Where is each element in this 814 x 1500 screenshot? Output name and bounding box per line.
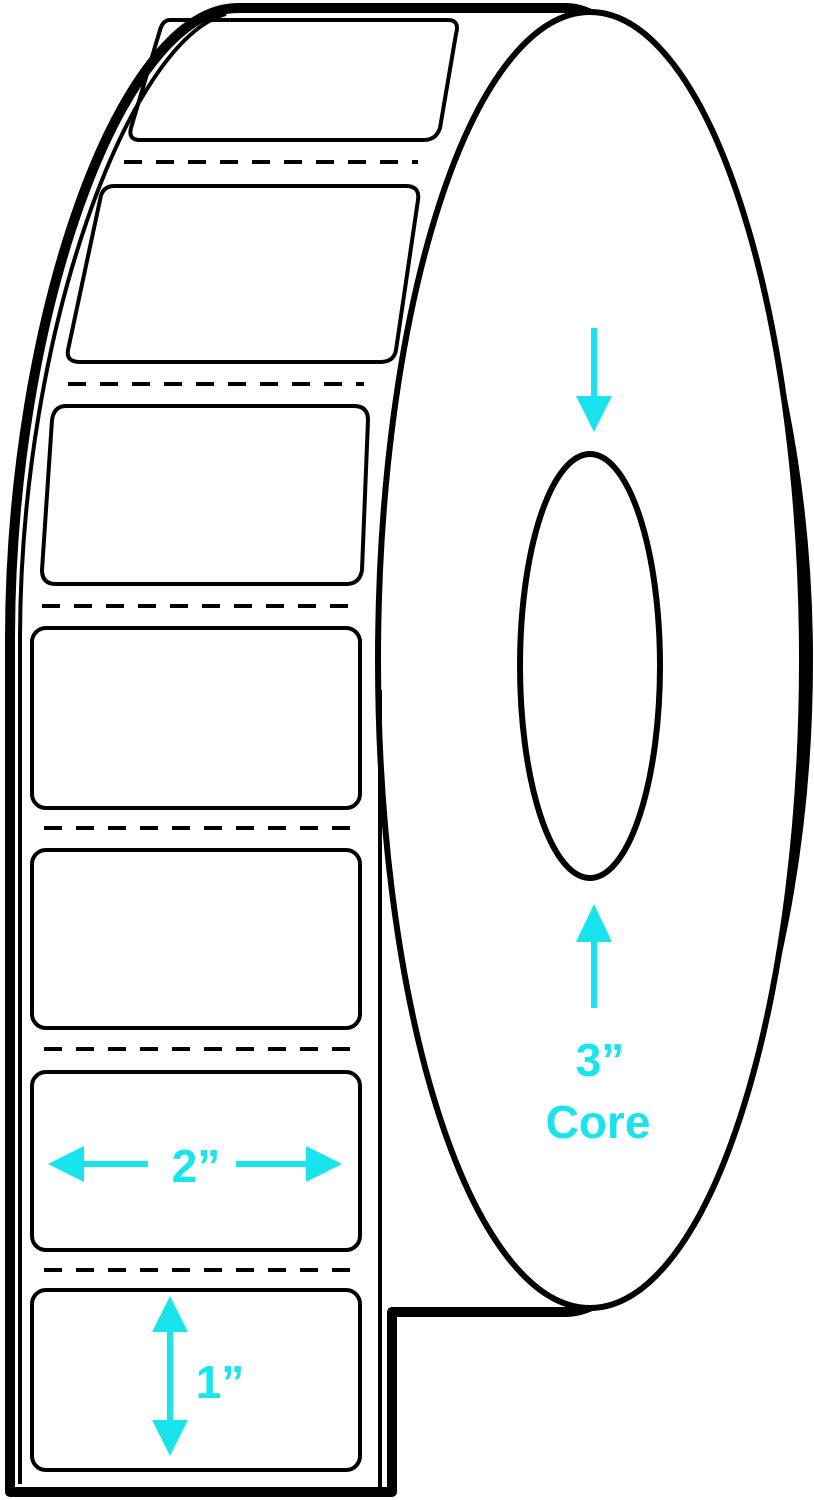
height-arrow xyxy=(152,1296,188,1456)
width-arrow-left xyxy=(48,1146,148,1182)
core-bottom-arrow xyxy=(576,904,612,1008)
strip-inner-edge xyxy=(18,12,227,1484)
label-3 xyxy=(39,404,371,586)
label-2 xyxy=(65,184,421,364)
width-arrow-right xyxy=(236,1146,342,1182)
label-4 xyxy=(30,626,362,810)
core-top-arrow xyxy=(576,328,612,432)
height-label: 1” xyxy=(196,1356,245,1408)
core-word-label: Core xyxy=(546,1096,651,1148)
label-5 xyxy=(30,848,362,1030)
core-size-label: 3” xyxy=(576,1034,625,1086)
width-label: 2” xyxy=(172,1140,221,1192)
label-1 xyxy=(128,18,459,142)
core-hole xyxy=(517,451,663,881)
label-6 xyxy=(30,1070,362,1252)
label-7 xyxy=(30,1288,362,1472)
